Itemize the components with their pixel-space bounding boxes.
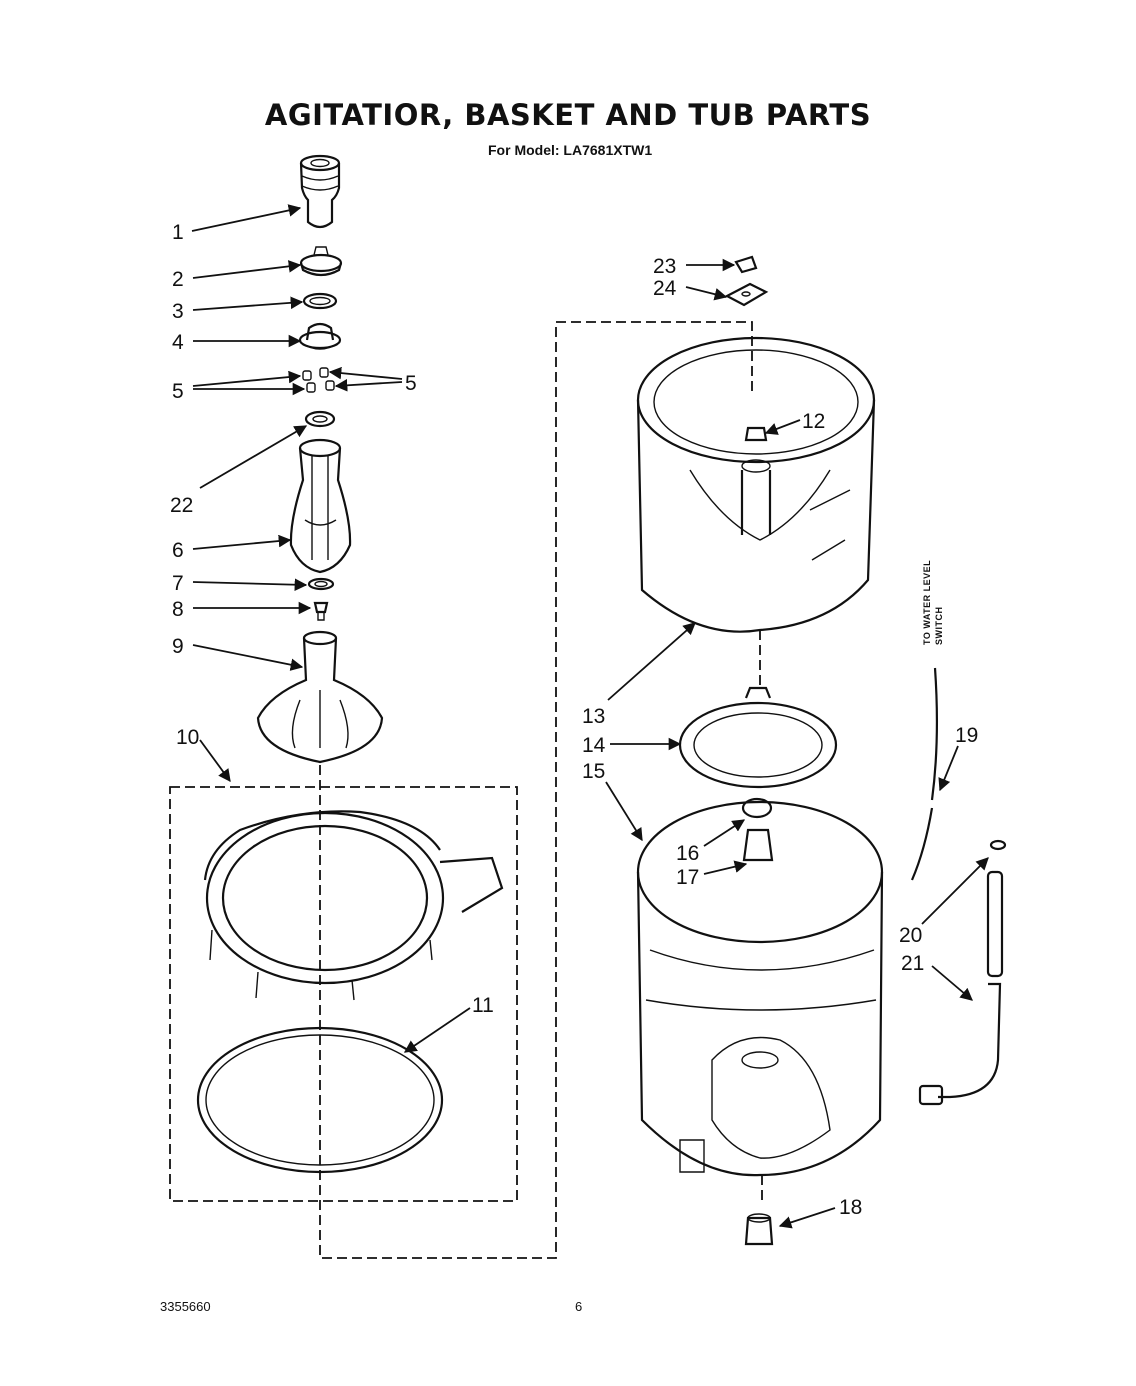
svg-text:24: 24 bbox=[653, 277, 677, 300]
svg-text:5: 5 bbox=[405, 372, 417, 395]
tub-ring-group-box bbox=[169, 786, 518, 1202]
svg-text:12: 12 bbox=[802, 410, 825, 433]
svg-text:11: 11 bbox=[472, 994, 494, 1017]
callout-10: 10 bbox=[176, 726, 231, 783]
callout-7: 7 bbox=[172, 572, 308, 595]
part-20-21-drain-hose bbox=[918, 839, 1007, 1106]
callout-6: 6 bbox=[172, 534, 292, 562]
svg-text:14: 14 bbox=[582, 734, 606, 757]
svg-text:15: 15 bbox=[582, 760, 605, 783]
svg-text:6: 6 bbox=[172, 539, 184, 562]
svg-text:3: 3 bbox=[172, 300, 184, 323]
part-16-17-drive-coupling bbox=[741, 797, 774, 862]
callout-1: 1 bbox=[172, 204, 302, 244]
part-10-tub-ring bbox=[203, 810, 504, 1001]
svg-text:16: 16 bbox=[676, 842, 699, 865]
page-number: 6 bbox=[575, 1299, 583, 1314]
callout-12: 12 bbox=[764, 410, 825, 435]
callout-16: 16 bbox=[676, 819, 746, 865]
svg-text:22: 22 bbox=[170, 494, 193, 517]
svg-text:23: 23 bbox=[653, 255, 676, 278]
callout-13: 13 bbox=[582, 622, 696, 728]
part-19-pressure-hose bbox=[910, 667, 939, 881]
callout-24: 24 bbox=[653, 277, 728, 301]
model-subtitle: For Model: LA7681XTW1 bbox=[488, 142, 653, 158]
part-12-basket-nut bbox=[744, 426, 768, 442]
callout-18: 18 bbox=[778, 1196, 862, 1229]
svg-text:1: 1 bbox=[172, 221, 184, 244]
svg-text:SWITCH: SWITCH bbox=[934, 607, 944, 646]
part-8-bolt bbox=[313, 601, 329, 621]
part-1-agitator-cap bbox=[299, 154, 341, 229]
svg-text:4: 4 bbox=[172, 331, 184, 354]
callout-5-right: 5 bbox=[328, 366, 417, 395]
part-14-balance-ring bbox=[678, 686, 838, 789]
svg-text:18: 18 bbox=[839, 1196, 862, 1219]
part-18-pump-seal bbox=[744, 1213, 774, 1246]
svg-text:17: 17 bbox=[676, 866, 699, 889]
callout-21: 21 bbox=[901, 952, 973, 1001]
callout-20: 20 bbox=[899, 857, 989, 947]
callout-15: 15 bbox=[582, 760, 643, 842]
part-23-clip bbox=[734, 255, 758, 274]
svg-text:19: 19 bbox=[955, 724, 978, 747]
part-22-seal bbox=[304, 410, 336, 428]
part-4-dog-carrier bbox=[298, 322, 342, 350]
callout-14: 14 bbox=[582, 734, 682, 757]
callout-23: 23 bbox=[653, 255, 736, 278]
part-7-washer bbox=[307, 577, 335, 591]
part-2-cam bbox=[299, 246, 343, 277]
part-6-agitator-barrel bbox=[289, 438, 352, 574]
callout-2: 2 bbox=[172, 260, 302, 291]
callout-3: 3 bbox=[172, 296, 304, 323]
svg-text:TO WATER LEVEL: TO WATER LEVEL bbox=[922, 560, 932, 645]
callout-4: 4 bbox=[172, 331, 302, 354]
svg-text:20: 20 bbox=[899, 924, 922, 947]
part-15-outer-tub bbox=[636, 800, 884, 1177]
callout-19: 19 bbox=[938, 724, 978, 792]
callout-8: 8 bbox=[172, 598, 312, 621]
svg-text:2: 2 bbox=[172, 268, 184, 291]
document-number: 3355660 bbox=[160, 1299, 211, 1314]
part-9-agitator-base bbox=[256, 630, 384, 764]
callout-5-left: 5 bbox=[172, 370, 306, 403]
water-level-switch-note: TO WATER LEVEL SWITCH bbox=[922, 560, 944, 645]
svg-text:13: 13 bbox=[582, 705, 605, 728]
part-11-tub-seal bbox=[196, 1026, 444, 1174]
svg-text:9: 9 bbox=[172, 635, 184, 658]
svg-text:5: 5 bbox=[172, 380, 184, 403]
part-3-ring bbox=[302, 292, 338, 310]
diagram-title: AGITATIOR, BASKET AND TUB PARTS bbox=[264, 98, 872, 132]
part-13-basket bbox=[636, 336, 876, 633]
callout-17: 17 bbox=[676, 860, 748, 889]
callout-9: 9 bbox=[172, 635, 304, 671]
part-24-bracket bbox=[724, 282, 769, 307]
svg-text:10: 10 bbox=[176, 726, 199, 749]
svg-text:8: 8 bbox=[172, 598, 184, 621]
svg-text:21: 21 bbox=[901, 952, 924, 975]
svg-text:7: 7 bbox=[172, 572, 184, 595]
left-assembly-axis bbox=[319, 321, 753, 1259]
part-5-agitator-dogs bbox=[302, 367, 335, 393]
callout-22: 22 bbox=[170, 425, 308, 517]
callout-11: 11 bbox=[403, 994, 494, 1053]
